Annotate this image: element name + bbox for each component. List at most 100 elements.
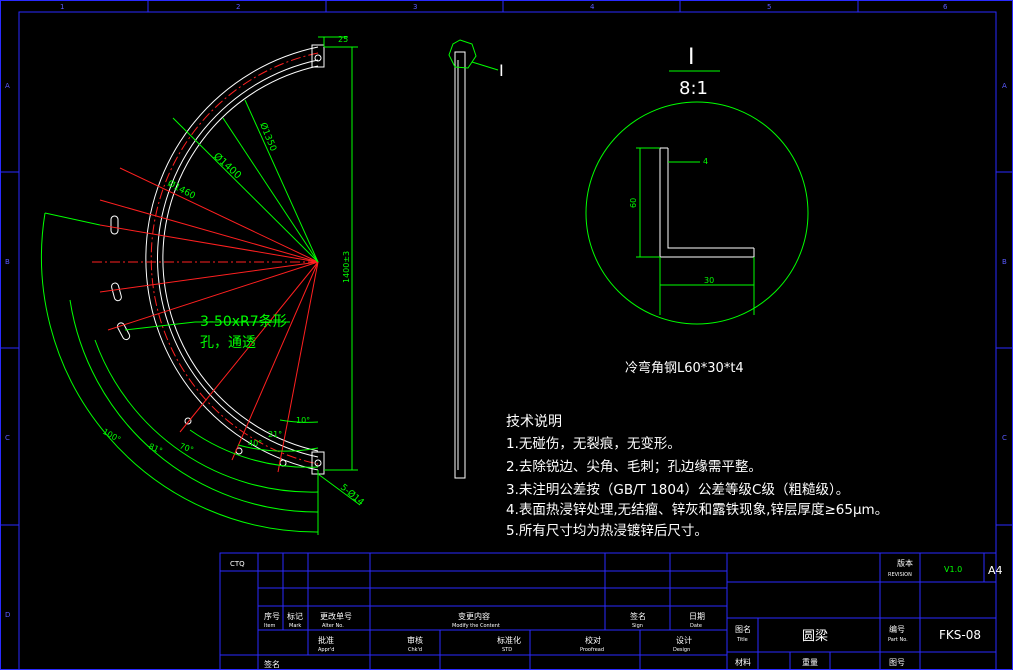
tb-change-no-en: Alter No. [322,623,344,629]
ring-flange-arc [162,65,319,452]
detail-view: I 8:1 60 4 30 冷弯角钢L60*30*t4 [585,45,809,376]
side-view: I [448,39,504,479]
tb-approve-en: Appr'd [318,647,334,653]
holes-leader [317,473,361,506]
angle-arc-10 [279,419,319,423]
angle-inner [667,148,754,249]
tb-signrow: 签名 [264,659,280,669]
tb-std-en: STD [502,647,512,653]
ruler-top-3: 3 [413,3,417,11]
note-2: 2.去除锐边、尖角、毛刺；孔边缘需平整。 [506,459,762,475]
dim-d1350: Ø1350 [257,121,279,153]
tb-version-value: V1.0 [944,565,962,574]
angle-arc-100 [40,212,319,533]
dim-a21: 21° [268,430,282,439]
tb-partno-value: FKS-08 [939,628,981,642]
tb-design-en: Design [673,647,690,653]
ring-inner-arc [157,59,319,458]
detail-callout-circle [448,39,477,69]
tb-version-label: 版本 [897,558,913,568]
ruler-top-6: 6 [943,3,948,11]
note-5: 5.所有尺寸均为热浸镀锌后尺寸。 [506,522,708,539]
dim-25: 25 [338,35,348,44]
tb-review: 审核 [407,635,423,645]
center-lines [90,167,319,473]
tb-version-en: REVISION [888,572,912,578]
detail-callout-label: I [499,61,504,80]
ruler-right-a: A [1002,82,1007,90]
angle-arc-21 [237,444,319,452]
ruler-left-d: D [5,611,10,619]
tb-design: 设计 [676,635,692,645]
title-block: CTQ 序号 Item 标记 Mark 更改单号 Alter No. 变更内容 … [219,552,1003,670]
front-view: 25 Ø1350 Ø1400 Ø1460 1400±3 3-50xR7条形 孔，… [40,35,366,535]
dim-a81: 81° [147,442,164,456]
slot-leader [124,321,196,331]
top-end-cap [311,44,325,68]
slot-note-1: 3-50xR7条形 [200,313,287,330]
slot-hole-1 [110,215,119,235]
tb-date: 日期 [689,612,705,621]
dim-4: 4 [703,157,708,166]
tb-partno-en: Part No. [888,637,908,643]
dim-d1460: Ø1460 [166,178,198,202]
tb-weight-label: 重量 [802,657,818,667]
side-profile [454,51,466,479]
tb-change-content-en: Modify the Content [452,623,500,629]
detail-name: I [688,45,695,70]
angle-arc-81 [69,299,319,513]
ruler-left-a: A [5,82,10,90]
ruler-top-4: 4 [590,3,595,11]
ruler-left-c: C [5,434,10,442]
tb-name-en: Title [736,637,748,643]
tb-size: A4 [988,564,1003,577]
angle-arc-40 [189,429,319,468]
dim-60: 60 [629,198,638,208]
dim-a10: 10° [296,416,310,425]
tb-sign: 签名 [630,611,646,621]
note-3: 3.未注明公差按（GB/T 1804）公差等级C级（粗糙级）。 [506,481,849,498]
tb-approve: 批准 [318,635,334,645]
angle-arc-70 [94,339,319,493]
dim-h1400: 1400±3 [342,251,351,283]
tb-mark: 标记 [287,611,303,621]
detail-scale: 8:1 [679,78,708,99]
notes-title: 技术说明 [506,414,562,430]
ring-outer-arc [145,46,319,471]
ruler-top-5: 5 [767,3,771,11]
tb-date-en: Date [690,623,702,629]
tb-proof-en: Proofread [580,647,604,653]
dim-a100: 100° [101,427,122,444]
ruler-top-1: 1 [60,3,64,11]
hole-bottom [314,459,322,467]
slot-hole-2 [111,282,122,302]
ruler-top-2: 2 [236,3,240,11]
hole-1 [184,417,192,425]
slot-note-2: 孔，通透 [200,335,256,351]
tb-seq-en: Item [264,623,276,629]
tb-ctq: CTQ [230,560,245,568]
dim-leader-1350 [244,99,319,263]
ruler-right-b: B [1002,258,1007,266]
tb-change-content: 变更内容 [458,611,490,621]
tb-partno-label: 编号 [889,624,905,634]
tb-name-label: 图名 [735,624,751,634]
dim-a40: 40° [248,439,262,448]
hole-top [314,54,322,62]
dim-holes: 5-Ø14 [338,482,366,508]
tb-sign-en: Sign [632,623,643,629]
tb-std: 标准化 [497,635,521,645]
tb-pageno-label: 图号 [889,658,905,667]
dim-leader-1460 [172,117,319,263]
detail-circle [585,101,809,325]
note-4: 4.表面热浸锌处理,无结瘤、锌灰和露铁现象,锌层厚度≥65μm。 [506,501,888,518]
ring-centerline [150,52,319,465]
tb-proof: 校对 [585,635,601,645]
tb-review-en: Chk'd [408,647,422,653]
tb-change-no: 更改单号 [320,611,352,621]
detail-caption: 冷弯角钢L60*30*t4 [625,360,744,376]
ruler-left-b: B [5,258,10,266]
tb-seq: 序号 [264,611,280,621]
